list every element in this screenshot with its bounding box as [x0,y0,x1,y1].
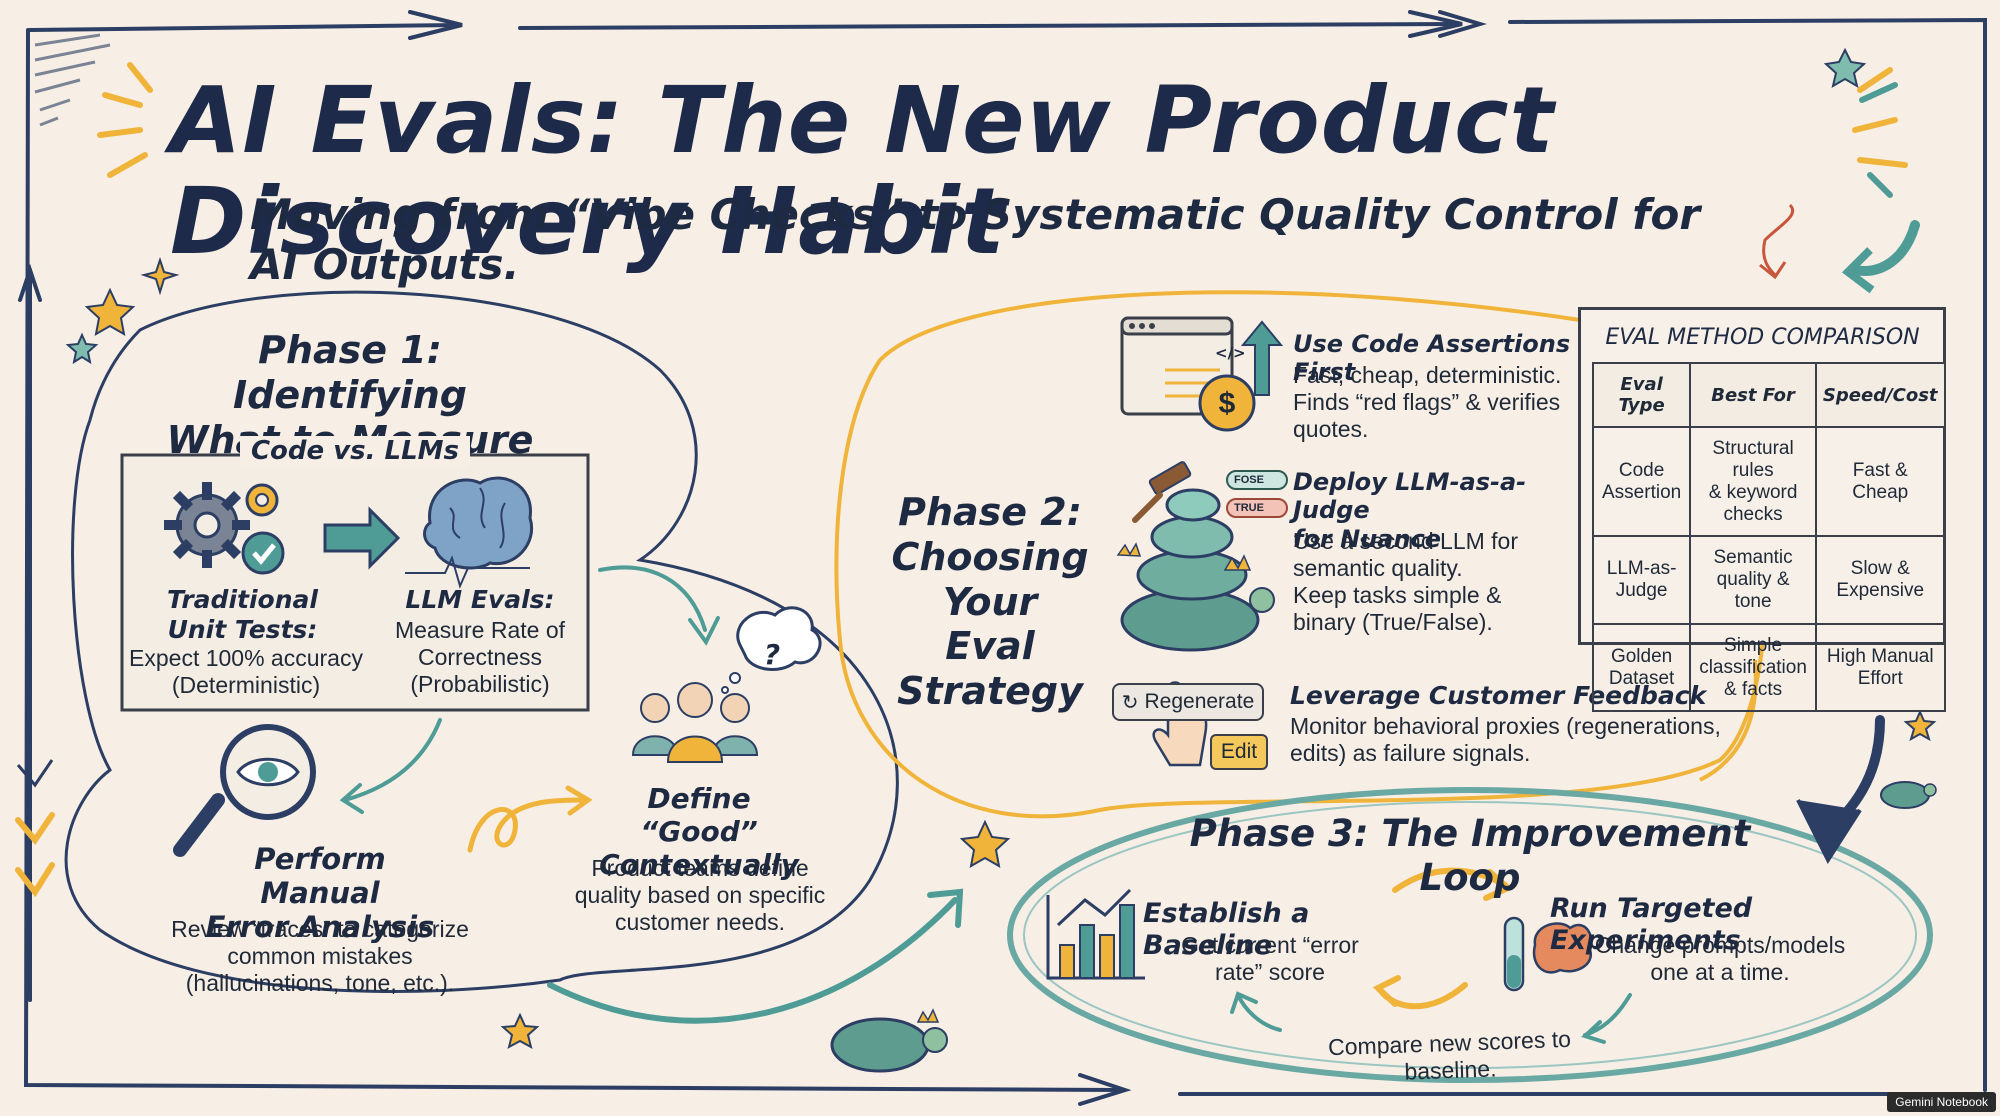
toggle-false: FOSE [1226,470,1288,490]
small-gear-icon [245,483,279,517]
gold-squiggle-arrow [467,797,588,853]
llm-judge-desc: Use a second LLM for semantic quality. K… [1293,528,1519,636]
question-mark: ? [763,638,781,671]
code-vs-llm-title: Code vs. LLMs [240,436,470,467]
gear-icon [164,482,250,568]
up-arrow-icon [1240,320,1284,396]
turtle-icon [830,1008,948,1073]
table-cell: High Manual Effort [1814,622,1946,713]
teal-sweep-arrow [547,897,958,1024]
loop-return-arrows [1230,991,1632,1044]
code-assertions-title: Use Code Assertions First [1293,330,1571,387]
phase3-title: Phase 3: The Improvement Loop [1189,812,1751,899]
sparkle-marks [97,62,1908,178]
regenerate-label: Regenerate [1144,690,1255,713]
table-cell: LLM-as- Judge [1591,535,1692,625]
corner-hatch [34,33,111,127]
bar-chart-icon [1046,888,1145,980]
baseline-desc: Get current “error rate” score [1181,932,1359,986]
small-brain-icon [1532,922,1593,974]
experiments-desc: Change prompts/models one at a time. [1594,932,1846,986]
page-title: AI Evals: The New Product Discovery Habi… [170,67,1555,276]
table-cell: Slow & Expensive [1814,535,1946,625]
frame-lines [18,10,1987,1106]
arrow-right-icon [323,506,401,570]
baseline-title: Establish a Baseline [1143,898,1310,961]
magnifier-eye-icon [173,724,316,857]
error-analysis-desc: Review “traces” to categorize common mis… [171,916,469,997]
turtle-small-icon [1880,781,1937,809]
watermark: Gemini Notebook [1887,1092,1996,1112]
table-header-cell: Eval Type [1591,362,1692,428]
turtle-stack-icon [1116,488,1275,652]
dollar-coin-icon [1198,374,1256,432]
people-icon [631,682,759,763]
comparison-title: EVAL METHOD COMPARISON [1605,325,1920,350]
define-good-title: Define “Good” Contextually [599,782,799,882]
test-tube-icon [1503,916,1525,992]
table-cell: Structural rules & keyword checks [1689,425,1817,538]
red-squiggle [1762,203,1794,277]
code-assertions-desc: Fast, cheap, deterministic. Finds “red f… [1293,362,1562,443]
table-cell: Fast & Cheap [1814,425,1946,538]
experiments-title: Run Targeted Experiments [1550,893,1753,956]
table-cell: Code Assertion [1591,425,1692,538]
page-subtitle: Moving from “Vibe Checks” to Systematic … [250,190,1701,289]
table-header-cell: Best For [1689,362,1817,428]
loop-arrows [1372,867,1514,1010]
table-cell: Semantic quality & tone [1689,535,1817,625]
llm-judge-title: Deploy LLM-as-a-Judge for Nuance [1293,468,1527,553]
llm-evals-title: LLM Evals: [405,585,555,614]
code-glyph: </> [1215,344,1246,362]
teal-curve-arrow-icon [1850,220,1920,276]
table-cell: Golden Dataset [1591,622,1692,713]
error-analysis-title: Perform Manual Error Analysis [205,842,435,945]
edit-button: Edit [1210,734,1268,770]
customer-feedback-desc: Monitor behavioral proxies (regeneration… [1290,713,1721,767]
dollar-glyph: $ [1218,387,1236,420]
phase3-loop [1007,787,1933,1083]
toggle-true: TRUE [1226,498,1288,518]
refresh-icon: ↻ [1121,691,1139,714]
traditional-tests-desc: Expect 100% accuracy (Deterministic) [129,645,363,699]
table-header-cell: Speed/Cost [1814,362,1946,428]
traditional-tests-title: Traditional Unit Tests: [167,585,318,644]
chevron-marks [15,812,55,898]
table-cell: Simple classification & facts [1689,622,1817,713]
check-icon [241,531,285,575]
phase1-blob [64,290,899,993]
flow-arrows-phase1 [339,565,720,814]
question-bubble-icon [721,606,822,694]
brain-icon [405,476,533,589]
phase2-blob [834,290,1767,819]
gavel-icon [1132,461,1192,523]
regenerate-button: ↻ Regenerate [1112,683,1264,721]
star-icon [84,256,1937,1049]
llm-evals-desc: Measure Rate of Correctness (Probabilist… [394,617,566,698]
define-good-desc: Product teams define quality based on sp… [574,855,826,936]
phase2-title: Phase 2: Choosing Your Eval Strategy [891,490,1089,714]
